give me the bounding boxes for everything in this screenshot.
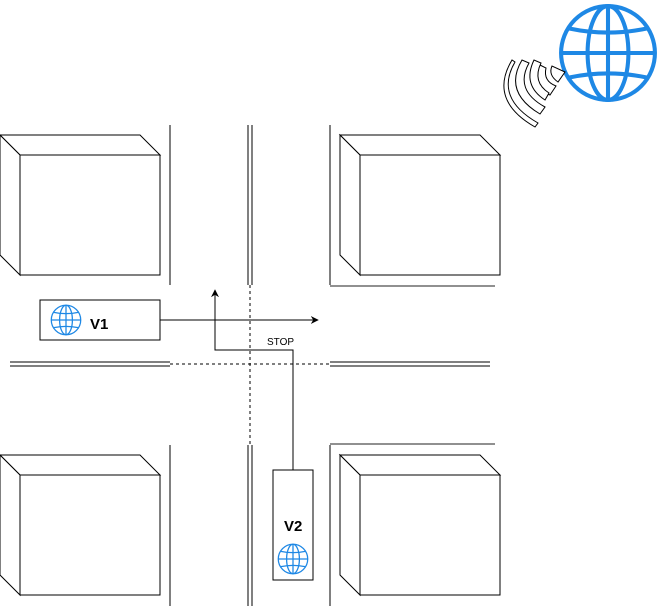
stop-label: STOP bbox=[267, 337, 294, 348]
network-node bbox=[503, 6, 655, 128]
vehicle-paths bbox=[160, 289, 319, 470]
building-bottom-right bbox=[338, 453, 502, 597]
vehicle-v1[interactable]: V1 bbox=[39, 299, 161, 341]
vehicle-v2[interactable]: V2 bbox=[272, 469, 314, 581]
v2-path-arrow bbox=[211, 289, 294, 470]
vehicle-v2-label: V2 bbox=[284, 518, 302, 535]
vehicle-v1-label: V1 bbox=[90, 316, 108, 333]
building-bottom-left bbox=[0, 454, 162, 597]
wireless-signal-icon bbox=[503, 59, 566, 128]
globe-icon bbox=[50, 304, 82, 336]
building-top-right bbox=[338, 133, 502, 277]
road-markings bbox=[10, 125, 495, 606]
globe-icon bbox=[561, 6, 655, 100]
globe-icon bbox=[277, 543, 309, 575]
building-top-left bbox=[0, 134, 162, 277]
